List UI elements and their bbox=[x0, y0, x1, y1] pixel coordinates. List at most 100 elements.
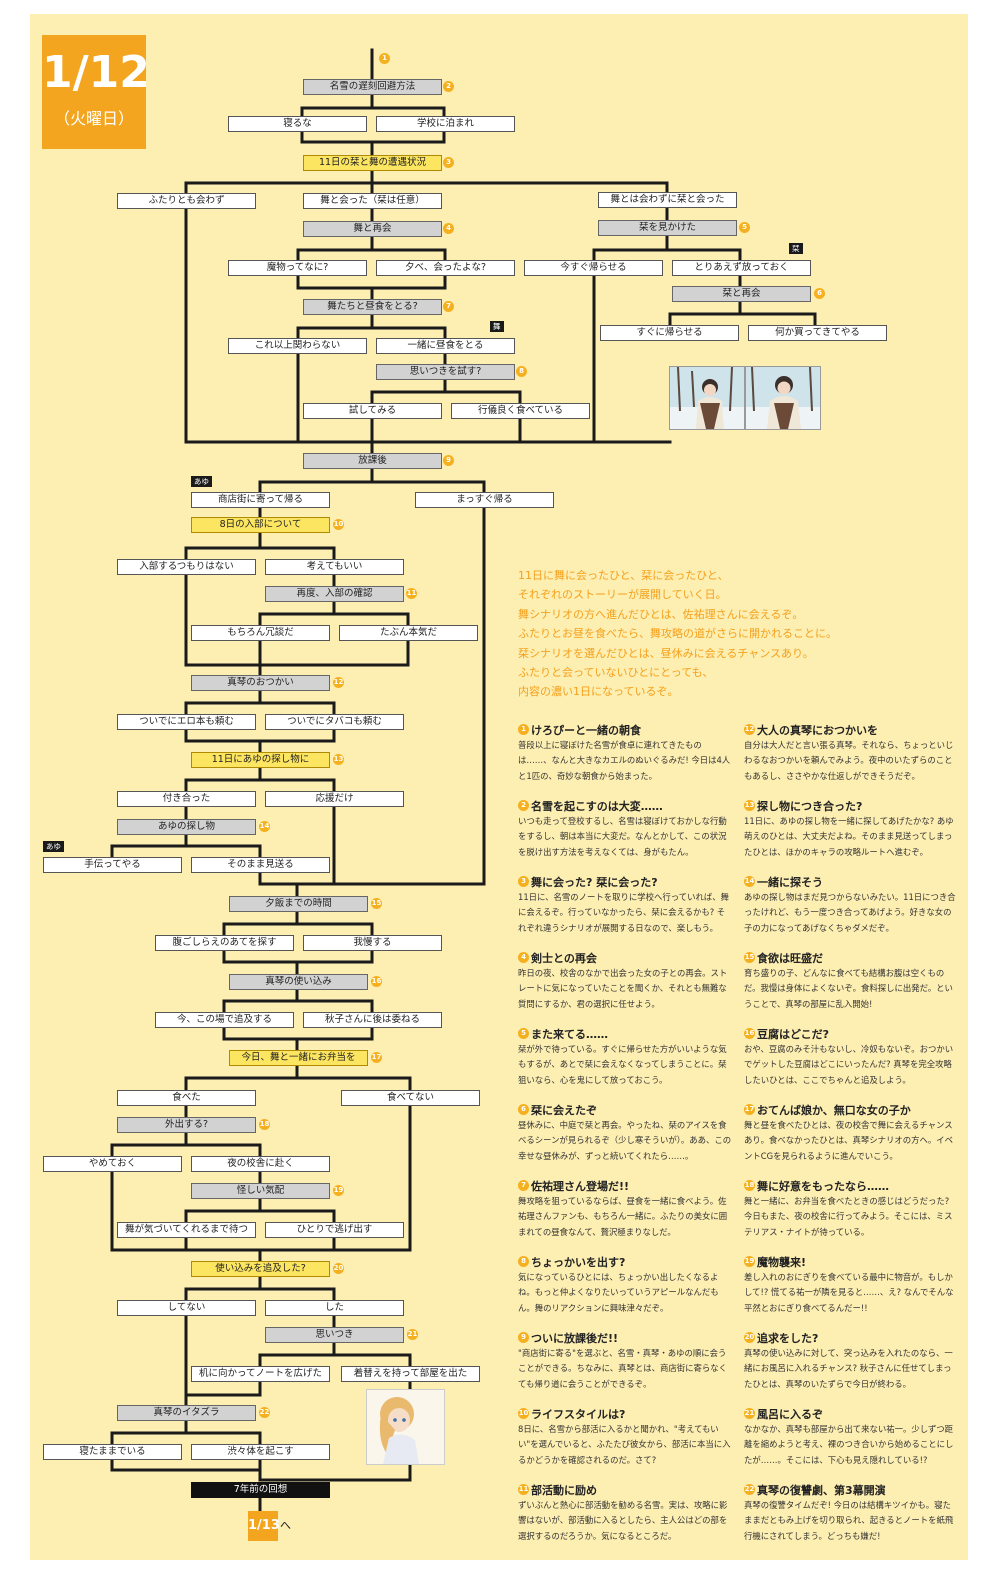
node-a18b: 夜の校舎に赴く bbox=[191, 1156, 330, 1172]
note-body: ずいぶんと熱心に部活動を勧める名雪。実は、攻略に影響はないが、部活動に入るとした… bbox=[518, 1500, 728, 1541]
note-number: 12 bbox=[744, 724, 755, 735]
note-title: 部活動に励め bbox=[531, 1483, 597, 1497]
event-cg-shiori-1 bbox=[669, 366, 745, 430]
next-day-button[interactable]: 1/13 bbox=[248, 1511, 280, 1541]
node-a17a: 食べた bbox=[117, 1090, 256, 1106]
badge-6: 6 bbox=[814, 288, 825, 299]
note-title: 名雪を起こすのは大変…… bbox=[531, 799, 663, 813]
note-number: 7 bbox=[518, 1180, 529, 1191]
node-q22: 真琴のイタズラ bbox=[117, 1405, 256, 1421]
note-number: 9 bbox=[518, 1332, 529, 1343]
note-number: 11 bbox=[518, 1484, 529, 1495]
intro-line: 栞シナリオを選んだひとは、昼休みに会えるチャンスあり。 bbox=[518, 646, 814, 660]
node-a6b: 何か買ってきてやる bbox=[748, 325, 887, 341]
badge-5: 5 bbox=[739, 222, 750, 233]
node-q5: 栞を見かけた bbox=[598, 220, 737, 236]
intro-line: それぞれのストーリーが展開していく日。 bbox=[518, 588, 727, 602]
node-a9a: 商店街に寄って帰る bbox=[191, 492, 330, 508]
note-number: 4 bbox=[518, 952, 529, 963]
node-q18: 外出する? bbox=[117, 1117, 256, 1133]
note-body: 舞攻略を狙っているならば、昼食を一緒に食べよう。佐祐理さんファンも、もちろん一緒… bbox=[518, 1196, 728, 1237]
note-number: 3 bbox=[518, 876, 529, 887]
node-q13: 11日にあゆの探し物に bbox=[191, 752, 330, 768]
note-body: 8日に、名雪から部活に入るかと聞かれ、"考えてもいい"を選んでいると、ふたたび彼… bbox=[518, 1424, 731, 1465]
badge-18: 18 bbox=[259, 1119, 270, 1130]
intro-text: 11日に舞に会ったひと、栞に会ったひと、 それぞれのストーリーが展開していく日。… bbox=[518, 566, 848, 702]
note-body: 11日に、あゆの探し物を一緒に探してあげたかな? あゆ萌えのひとは、大丈夫だよね… bbox=[744, 816, 954, 857]
note-number: 18 bbox=[744, 1180, 755, 1191]
note-number: 17 bbox=[744, 1104, 755, 1115]
node-a17b: 食べてない bbox=[341, 1090, 480, 1106]
node-end: 7年前の回想 bbox=[191, 1482, 330, 1498]
badge-20: 20 bbox=[333, 1263, 344, 1274]
node-a10a: 入部するつもりはない bbox=[117, 559, 256, 575]
note-title: 追求をした? bbox=[757, 1331, 819, 1345]
note-number: 15 bbox=[744, 952, 755, 963]
note-body: 昨日の夜、校舎のなかで出会った女の子との再会。ストレートに気になっていたことを聞… bbox=[518, 968, 728, 1009]
node-a13a: 付き合った bbox=[117, 791, 256, 807]
node-a15a: 腹ごしらえのあてを探す bbox=[155, 935, 294, 951]
node-a5a: 今すぐ帰らせる bbox=[524, 260, 663, 276]
node-a18a: やめておく bbox=[43, 1156, 182, 1172]
note-body: 育ち盛りの子、どんなに食べても結構お腹は空くものだ。我慢は身体によくないぞ。食料… bbox=[744, 968, 953, 1009]
note-body: 普段以上に寝ぼけた名雪が食卓に連れてきたものは……、なんと大きなカエルのぬいぐる… bbox=[518, 740, 731, 781]
node-q11: 再度、入部の確認 bbox=[265, 586, 404, 602]
node-a8b: 行儀良く食べている bbox=[451, 403, 590, 419]
badge-13: 13 bbox=[333, 754, 344, 765]
intro-line: ふたりとお昼を食べたら、舞攻略の道がさらに開かれることに。 bbox=[518, 627, 837, 641]
badge-10: 10 bbox=[333, 519, 344, 530]
intro-line: 11日に舞に会ったひと、栞に会ったひと、 bbox=[518, 569, 729, 582]
tag-ayu-1: あゆ bbox=[191, 476, 212, 487]
note-body: 栞が外で待っている。すぐに帰らせた方がいいような気もするが、あとで栞に会えなくな… bbox=[518, 1044, 727, 1085]
note-title: ちょっかいを出す? bbox=[531, 1255, 626, 1269]
note-number: 22 bbox=[744, 1484, 755, 1495]
note-number: 1 bbox=[518, 724, 529, 735]
node-a3b: 舞と会った（栞は任意） bbox=[303, 193, 442, 209]
node-q20: 使い込みを追及した? bbox=[191, 1261, 330, 1277]
node-a21a: 机に向かってノートを広げた bbox=[191, 1366, 330, 1382]
badge-8: 8 bbox=[516, 366, 527, 377]
node-a11b: たぶん本気だ bbox=[339, 625, 478, 641]
note-body: 気になっているひとには、ちょっかい出したくなるよね。もっと仲よくなりたいっていう… bbox=[518, 1272, 719, 1313]
node-q10: 8日の入部について bbox=[191, 517, 330, 533]
date-badge: 1/12 （火曜日） bbox=[42, 35, 150, 149]
note-title: 真琴の復讐劇、第3幕開演 bbox=[757, 1483, 886, 1497]
node-a21b: 着替えを持って部屋を出た bbox=[341, 1366, 480, 1382]
node-a6a: すぐに帰らせる bbox=[600, 325, 739, 341]
tag-shiori: 栞 bbox=[789, 243, 803, 254]
badge-7: 7 bbox=[443, 301, 454, 312]
node-a14b: そのまま見送る bbox=[191, 857, 330, 873]
node-a9b: まっすぐ帰る bbox=[415, 492, 554, 508]
tag-ayu-2: あゆ bbox=[43, 841, 64, 852]
note-number: 5 bbox=[518, 1028, 529, 1039]
node-q4: 舞と再会 bbox=[303, 221, 442, 237]
badge-22: 22 bbox=[259, 1407, 270, 1418]
node-q19: 怪しい気配 bbox=[191, 1183, 330, 1199]
node-a20a: してない bbox=[117, 1300, 256, 1316]
note-body: 舞と一緒に、お弁当を食べたときの感じはどうだった? 今日もまた、夜の校舎に行って… bbox=[744, 1196, 953, 1237]
node-a7a: これ以上関わらない bbox=[228, 338, 367, 354]
node-a7b: 一緒に昼食をとる bbox=[376, 338, 515, 354]
note-title: 豆腐はどこだ? bbox=[757, 1027, 830, 1041]
node-a20b: した bbox=[265, 1300, 404, 1316]
node-a19a: 舞が気づいてくれるまで待つ bbox=[117, 1222, 256, 1238]
note-title: ついに放課後だ!! bbox=[531, 1331, 619, 1345]
node-a22b: 渋々体を起こす bbox=[191, 1444, 330, 1460]
note-body: おや、豆腐のみそ汁もないし、冷奴もないぞ。おつかいでゲットした豆腐はどこにいった… bbox=[744, 1044, 954, 1085]
node-a22a: 寝たままでいる bbox=[43, 1444, 182, 1460]
node-a11a: もちろん冗談だ bbox=[191, 625, 330, 641]
note-body: 真琴の復讐タイムだぞ! 今日のは結構キツイかも。寝たままだともみ上げを切り取られ… bbox=[744, 1500, 954, 1541]
note-body: 差し入れのおにぎりを食べている最中に物音が。もしかして!? 慌てる祐一が隣を見る… bbox=[744, 1272, 954, 1313]
note-body: あゆの探し物はまだ見つからないみたい。11日につき合ったけれど、もう一度つき合っ… bbox=[744, 892, 956, 933]
